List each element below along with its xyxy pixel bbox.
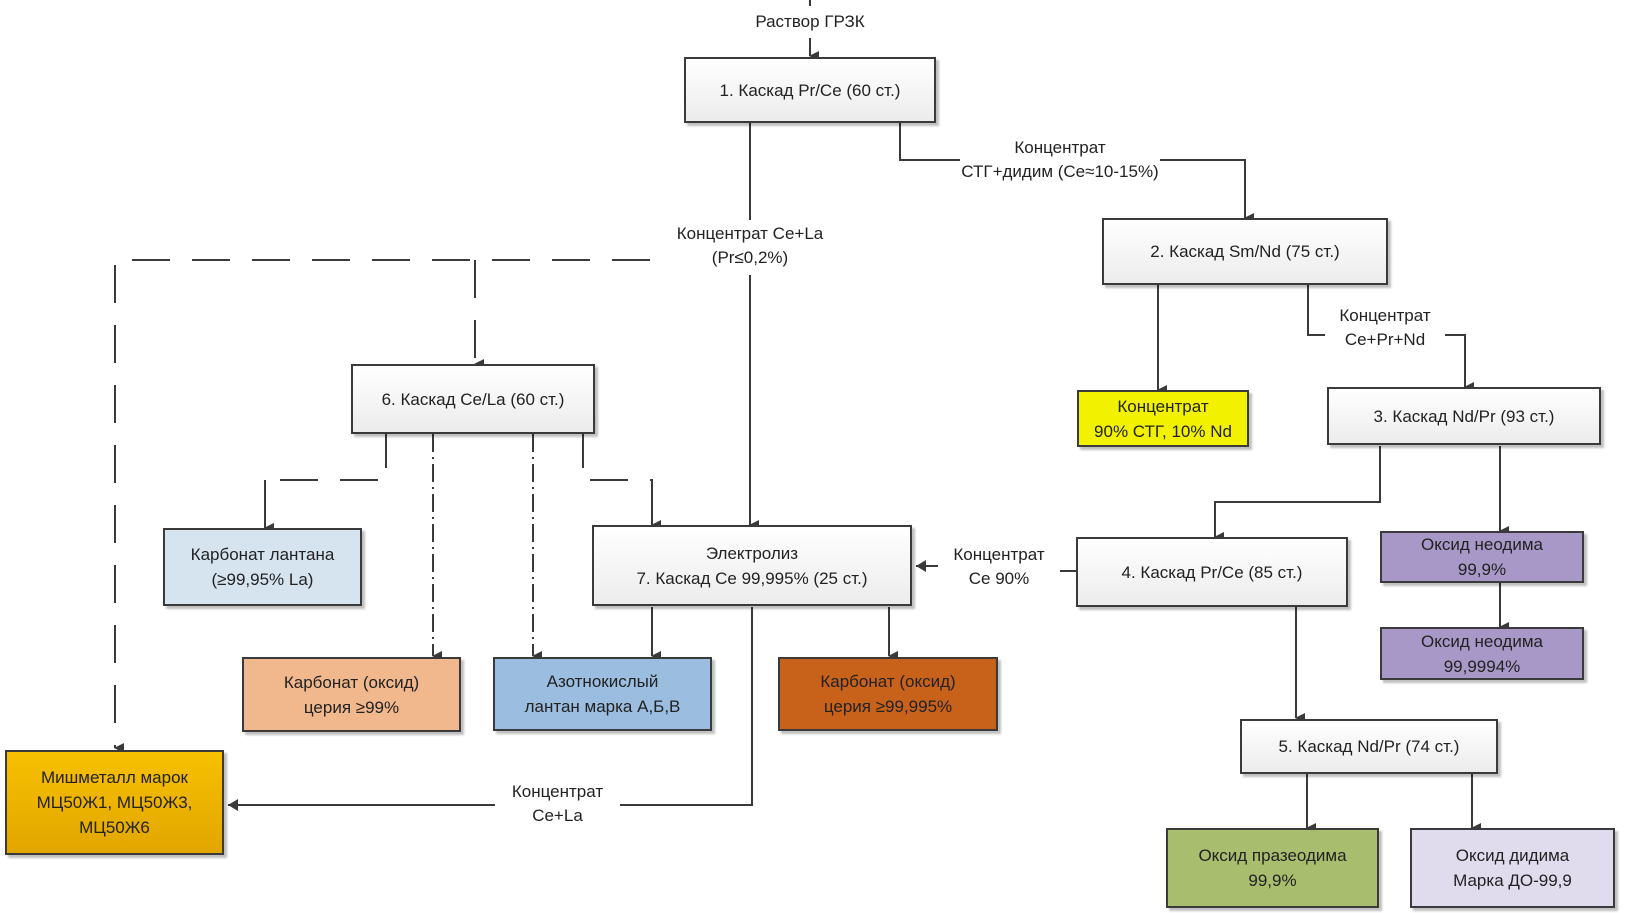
product-cerium-99995: Карбонат (оксид) церия ≥99,995% [778,657,998,731]
product-label-line1: Карбонат лантана [190,545,335,564]
edge-label-line: СТГ+дидим (Ce≈10-15%) [961,162,1159,181]
product-lanthanum-carbonate: Карбонат лантана (≥99,95% La) [163,528,362,606]
product-label-line2: 90% СТГ, 10% Nd [1094,421,1232,441]
product-label-line1: Концентрат [1117,396,1209,416]
edge-label-ce90: Концентрат Ce 90% [938,543,1060,591]
product-lanthanum-nitrate: Азотнокислый лантан марка А,Б,В [493,657,712,731]
node-label: 3. Каскад Nd/Pr (93 ст.) [1373,406,1555,426]
edge-label-ce-la: Концентрат Ce+La (Pr≤0,2%) [650,222,850,270]
node-label: 6. Каскад Ce/La (60 ст.) [381,389,565,409]
edge-label-line: Концентрат [511,782,604,801]
edge-c6-la [264,479,378,533]
product-praseodymium-oxide: Оксид празеодима 99,9% [1166,828,1379,908]
node-label-line1: Электролиз [705,543,799,563]
product-label-line2: церия ≥99% [303,697,400,717]
edge-c3-c4 [1214,446,1381,542]
product-neodymium-oxide-99994: Оксид неодима 99,9994% [1380,627,1584,680]
product-label-line2: Марка ДО-99,9 [1453,871,1572,890]
node-cascade-6: 6. Каскад Ce/La (60 ст.) [351,364,595,434]
edge-label-ce-la-bottom: Концентрат Ce+La [495,780,620,828]
node-cascade-3: 3. Каскад Nd/Pr (93 ст.) [1327,387,1601,445]
node-cascade-4: 4. Каскад Pr/Ce (85 ст.) [1076,537,1348,607]
product-label-line2: лантан марка А,Б,В [524,697,681,716]
edge-label-line: Ce+La [532,806,583,825]
product-label-line2: церия ≥99,995% [823,697,953,716]
product-cerium-99: Карбонат (оксид) церия ≥99% [242,657,461,732]
product-label-line1: Оксид неодима [1421,535,1543,554]
node-label: 2. Каскад Sm/Nd (75 ст.) [1150,242,1340,261]
edge-label-line: Ce+Pr+Nd [1344,330,1426,349]
product-label-line2: 99,9% [1248,871,1297,890]
edge-c1-c2 [899,120,960,161]
product-label-line1: Оксид празеодима [1198,846,1347,865]
product-label-line1: Оксид дидима [1455,846,1570,865]
edge-label-line: Концентрат [1014,138,1106,157]
product-label-line1: Карбонат (оксид) [283,672,420,692]
node-label: 4. Каскад Pr/Ce (85 ст.) [1121,562,1303,582]
product-mischmetal: Мишметалл марок МЦ50Ж1, МЦ50Ж3, МЦ50Ж6 [5,750,224,855]
node-label-line2: 7. Каскад Ce 99,995% (25 ст.) [636,568,868,588]
edge-c1-c2-b [1160,159,1254,223]
product-label-line1: Оксид неодима [1421,631,1543,651]
edge-c6-c7 [590,479,653,525]
product-didymium-oxide: Оксид дидима Марка ДО-99,9 [1410,828,1615,908]
product-label-line2: 99,9994% [1443,656,1521,676]
product-label-line1: Азотнокислый [546,672,659,691]
edge-label-line: Ce 90% [968,569,1030,588]
product-label-line1: Мишметалл марок [41,768,188,787]
product-label-line2: МЦ50Ж1, МЦ50Ж3, [36,793,193,812]
edge-label-line: Концентрат [1339,306,1431,325]
product-label-line2: 99,9% [1457,560,1507,579]
node-label: 1. Каскад Pr/Ce (60 ст.) [719,80,901,100]
node-cascade-1: 1. Каскад Pr/Ce (60 ст.) [684,57,936,123]
edge-label-stg-didim: Концентрат СТГ+дидим (Ce≈10-15%) [950,136,1170,184]
edge-c7-mish [620,607,753,806]
product-label-line3: МЦ50Ж6 [79,818,150,837]
edge-c2-c3 [1307,285,1325,336]
product-neodymium-oxide-999: Оксид неодима 99,9% [1380,531,1584,583]
edge-label-line: Концентрат Ce+La [676,224,824,243]
node-cascade-5: 5. Каскад Nd/Pr (74 ст.) [1240,719,1498,774]
node-electrolysis-cascade-7: Электролиз 7. Каскад Ce 99,995% (25 ст.) [592,525,912,606]
product-label-line2: (≥99,95% La) [211,570,314,589]
edge-c2-c3-b [1445,334,1474,392]
input-label: Раствор ГРЗК [740,10,880,34]
edge-label-ce-pr-nd: Концентрат Ce+Pr+Nd [1325,304,1445,352]
product-stg-concentrate: Концентрат 90% СТГ, 10% Nd [1077,390,1249,447]
edge-label-line: (Pr≤0,2%) [711,248,789,267]
node-label: 5. Каскад Nd/Pr (74 ст.) [1278,737,1460,756]
edge-dashed-ce-la [114,259,650,753]
edge-label-line: Концентрат [953,545,1045,564]
product-label-line1: Карбонат (оксид) [820,672,956,691]
node-cascade-2: 2. Каскад Sm/Nd (75 ст.) [1102,218,1388,285]
